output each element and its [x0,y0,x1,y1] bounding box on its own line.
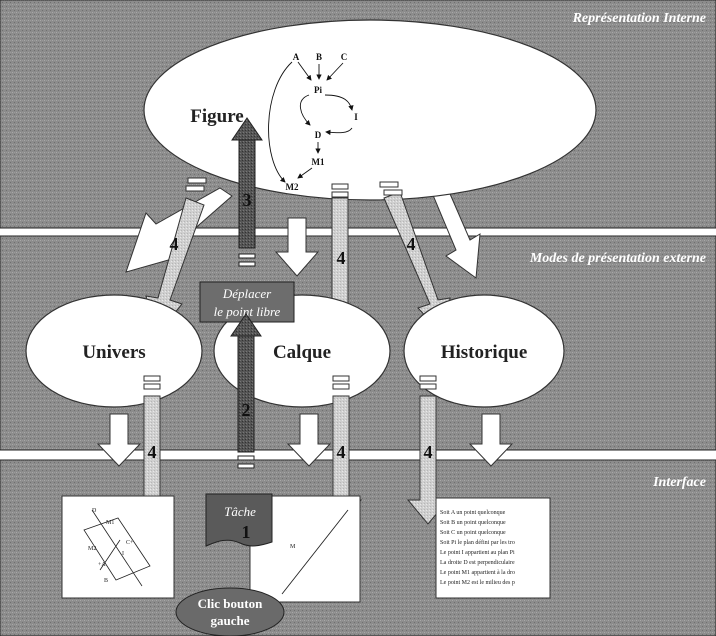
arrow-number-4-lower-middle: 4 [337,442,346,462]
node-d: D [315,130,322,140]
task-label: Tâche [224,504,256,519]
dark-arrow-2 [230,313,262,469]
arrow-number-3: 3 [243,190,252,210]
white-arrow-historique-doc [468,413,514,467]
historique-line-2: Soit B un point quelconque [440,520,506,526]
band-label-interface: Interface [652,475,706,490]
univers-sketch [83,509,151,587]
calque-sketch-line [281,509,349,595]
node-a: A [293,52,300,62]
arrow-number-4-lower-left: 4 [148,442,157,462]
node-m1: M1 [312,157,325,167]
arrow-number-2: 2 [242,400,251,420]
historique-document [435,497,551,599]
click-line-2: gauche [211,613,250,628]
historique-line-8: Le point M2 est le milieu des p [440,580,515,586]
univers-label-m1: M1 [106,520,114,526]
calque-label: Calque [273,342,331,363]
historique-line-5: Le point I appartient au plan Pi [440,550,515,556]
univers-label-b: B [104,578,108,584]
univers-label-a: +A [98,562,106,568]
univers-label: Univers [82,342,145,363]
figure-ellipse [143,19,597,201]
historique-ellipse [403,294,565,408]
dark-arrow-3 [231,117,263,267]
node-b: B [316,52,322,62]
calque-doc-label: M [290,544,296,550]
action-line-1: Déplacer [222,286,272,301]
arrow-number-4-left: 4 [170,234,179,254]
univers-label-m2: M2 [88,546,96,552]
band-label-internal: Représentation Interne [572,11,706,26]
historique-line-6: La droite D est perpendiculaire [440,560,515,566]
white-arrow-univers-doc [96,413,142,467]
figure-label: Figure [190,106,243,127]
univers-label-i: I [122,551,124,557]
historique-label: Historique [441,342,528,363]
node-m2: M2 [286,182,299,192]
white-arrow-calque-doc [286,413,332,467]
arrow-number-4-right: 4 [407,234,416,254]
white-arrow-figure-calque [274,217,320,277]
univers-label-d: D [92,508,97,514]
univers-label-c: C+ [126,540,134,546]
dependency-graph [268,61,354,183]
historique-line-3: Soit C un point quelconque [440,530,506,536]
node-pi: Pi [314,85,322,95]
historique-line-7: Le point M1 appartient à la dro [440,570,515,576]
node-c: C [341,52,348,62]
band-label-external: Modes de présentation externe [529,251,706,266]
arrow-number-1: 1 [242,522,251,542]
click-bubble [175,587,285,636]
historique-line-1: Soit A un point quelconque [440,510,506,516]
task-tag [205,493,273,547]
click-line-1: Clic bouton [198,596,263,611]
action-line-2: le point libre [214,304,281,319]
arrow-number-4-lower-right: 4 [424,442,433,462]
univers-document [61,495,175,599]
arrow-number-4-middle: 4 [337,248,346,268]
historique-lines: Soit A un point quelconque Soit B un poi… [440,510,515,586]
historique-line-4: Soit Pi le plan défini par les tro [440,539,515,546]
grey-arrows-4 [145,177,451,338]
node-i: I [354,112,358,122]
